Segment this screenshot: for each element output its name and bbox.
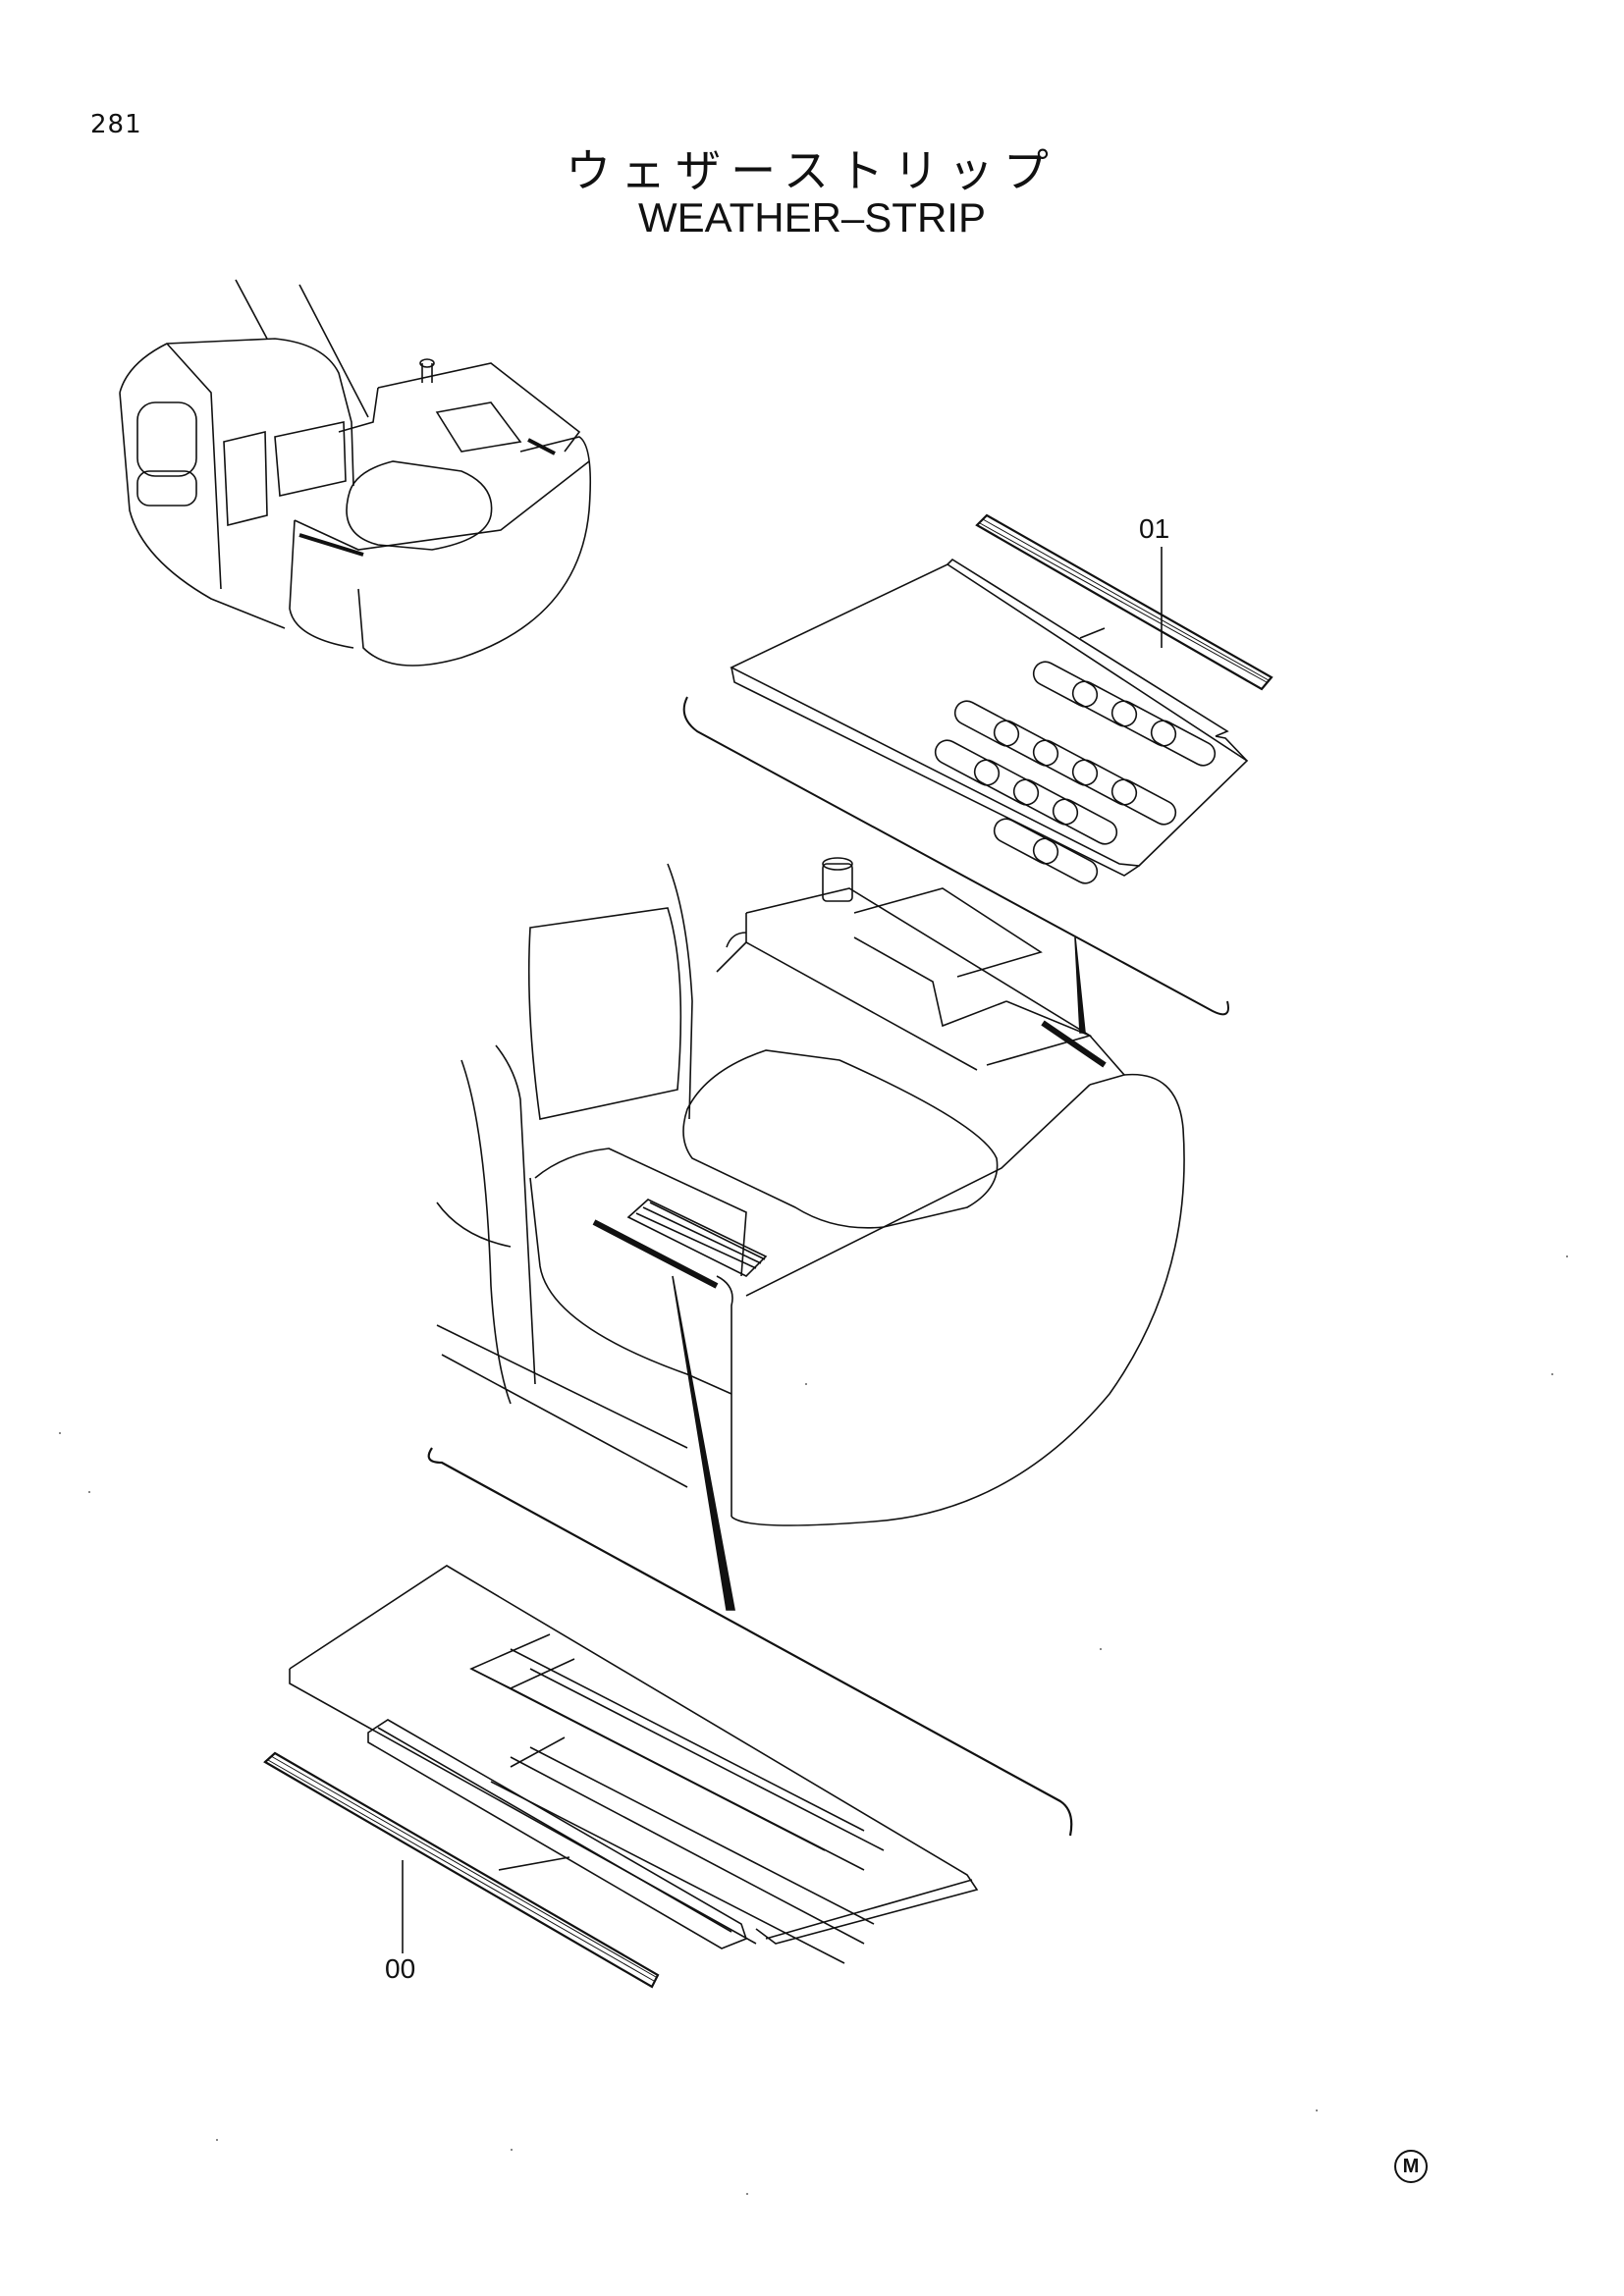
callout-label-01: 01 [1139, 513, 1169, 544]
connector-upper [1074, 936, 1086, 1034]
title-japanese: ウェザーストリップ [566, 144, 1058, 197]
leader-line-00-a [498, 1856, 570, 1871]
upper-bracket-line [682, 696, 1229, 1016]
registered-mark-icon: M [1394, 2150, 1428, 2183]
print-specks [59, 1255, 1568, 2195]
lower-bracket-line [427, 1447, 1073, 1837]
weather-strip-01 [975, 513, 1273, 691]
overview-machine-illustration [119, 279, 592, 667]
main-machine-body [436, 857, 1185, 1526]
page-number: 281 [90, 110, 142, 139]
upper-cover-panel [730, 558, 1249, 884]
title-english: WEATHER–STRIP [638, 194, 986, 240]
lower-cover-panel [289, 1565, 979, 1964]
callout-label-00: 00 [385, 1953, 415, 1984]
connector-lower [672, 1275, 735, 1611]
weather-strip-00 [263, 1751, 660, 1989]
